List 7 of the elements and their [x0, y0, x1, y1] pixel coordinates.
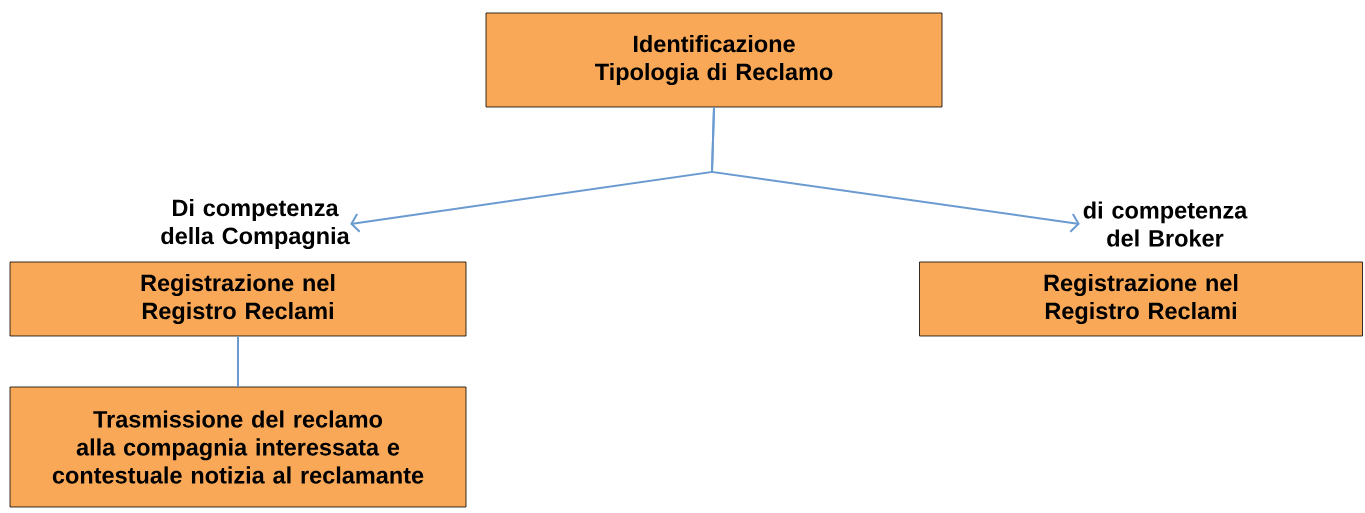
process-box: Registrazione nel Registro Reclami [919, 261, 1363, 337]
connector-arrow [711, 106, 1080, 233]
text-label: Di competenza della Compagnia [161, 199, 350, 249]
process-box: Identificazione Tipologia di Reclamo [485, 12, 943, 108]
process-box: Registrazione nel Registro Reclami [9, 261, 467, 337]
process-box: Trasmissione del reclamo alla compagnia interessata e contestuale notizia al reclamante [9, 386, 467, 508]
text-label: di competenza del Broker [1083, 201, 1248, 247]
